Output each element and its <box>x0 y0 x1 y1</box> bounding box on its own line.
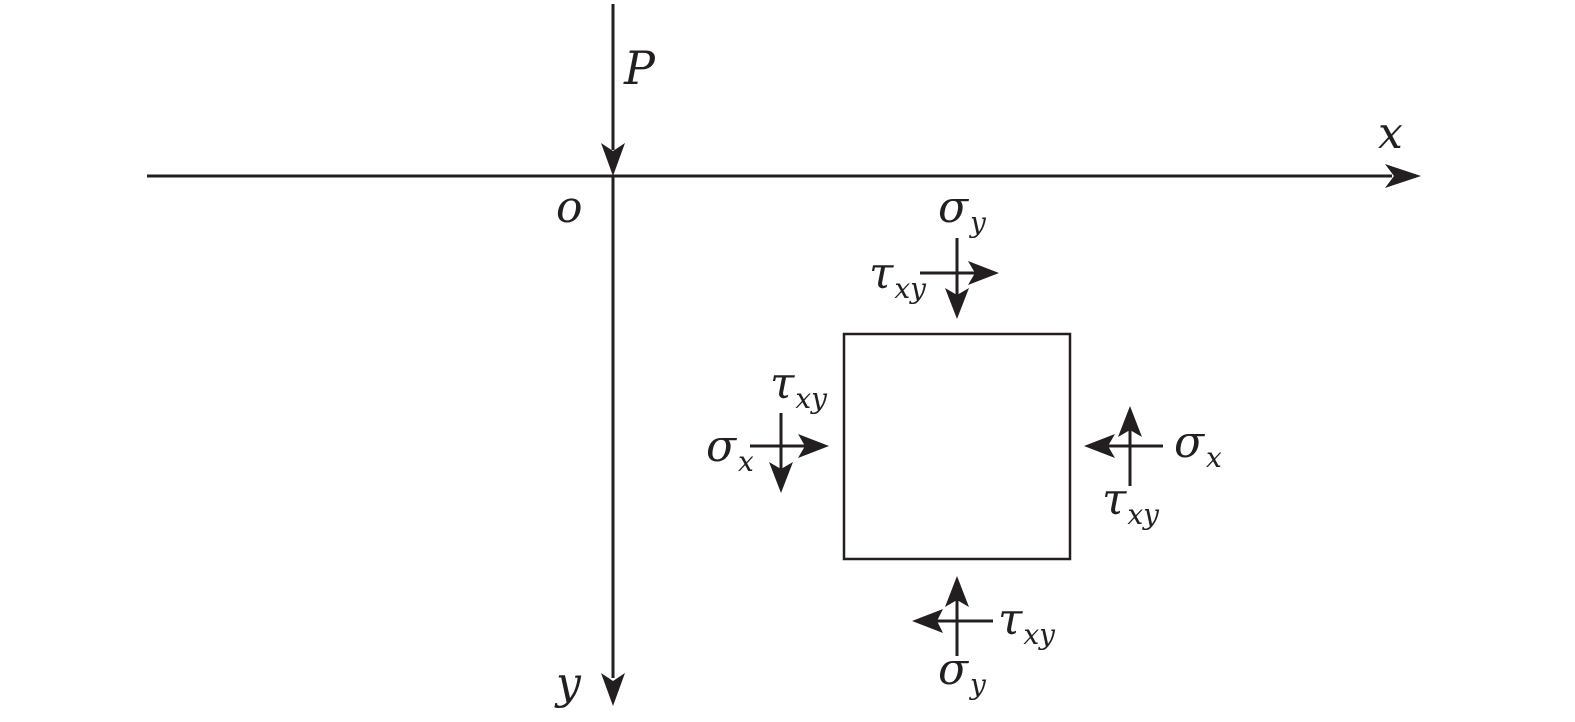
top-tau-xy-label: τxy <box>869 248 927 305</box>
x-axis-label: x <box>1378 108 1403 159</box>
stress-element <box>842 332 1072 561</box>
y-axis <box>601 176 625 706</box>
top-tau-xy-arrow <box>920 261 999 285</box>
bottom-sigma-y-label: σy <box>938 644 987 701</box>
load-label: P <box>623 41 656 95</box>
left-tau-xy-arrow <box>769 413 793 493</box>
origin-label: o <box>556 182 583 233</box>
bottom-tau-xy-label: τxy <box>998 594 1056 651</box>
load-arrow <box>601 4 625 176</box>
y-axis-label: y <box>554 658 582 709</box>
right-tau-xy-arrow <box>1118 406 1142 486</box>
x-axis <box>147 164 1421 188</box>
left-tau-xy-label: τxy <box>770 358 828 415</box>
top-sigma-y-label: σy <box>938 182 987 239</box>
left-sigma-x-label: σx <box>706 421 754 478</box>
top-sigma-y-arrow <box>945 238 969 319</box>
right-sigma-x-arrow <box>1084 434 1163 458</box>
left-sigma-x-arrow <box>750 434 829 458</box>
right-sigma-x-label: σx <box>1174 417 1222 474</box>
bottom-sigma-y-arrow <box>945 576 969 656</box>
bottom-tau-xy-arrow <box>912 609 993 633</box>
right-tau-xy-label: τxy <box>1102 474 1160 531</box>
